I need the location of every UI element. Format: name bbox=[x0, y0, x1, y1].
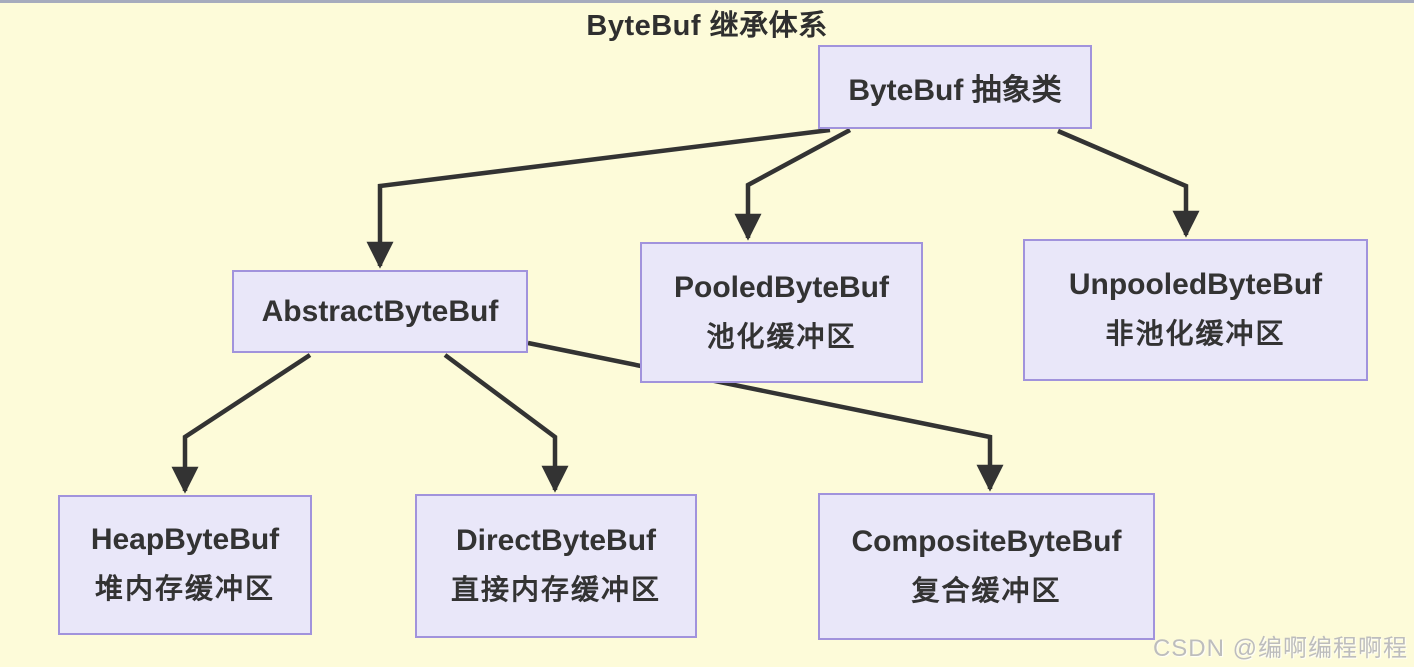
node-subtitle: 非池化缓冲区 bbox=[1105, 318, 1286, 349]
node-class-name: CompositeByteBuf bbox=[851, 524, 1122, 558]
edge-bytebuf-pooled bbox=[734, 128, 852, 241]
node-class-name: AbstractByteBuf bbox=[261, 294, 499, 328]
diagram-node-abstract: AbstractByteBuf bbox=[232, 270, 528, 353]
edge-abstract-direct bbox=[443, 353, 569, 493]
node-class-name: ByteBuf 抽象类 bbox=[848, 74, 1062, 107]
edge-bytebuf-unpooled bbox=[1057, 128, 1200, 238]
node-class-name: HeapByteBuf bbox=[90, 523, 280, 556]
node-subtitle: 堆内存缓冲区 bbox=[94, 573, 275, 604]
node-class-name: DirectByteBuf bbox=[455, 524, 657, 557]
diagram-node-direct: DirectByteBuf 直接内存缓冲区 bbox=[415, 494, 697, 638]
node-class-name: UnpooledByteBuf bbox=[1068, 268, 1323, 301]
diagram-node-composite: CompositeByteBuf 复合缓冲区 bbox=[818, 493, 1155, 640]
node-class-name: PooledByteBuf bbox=[673, 270, 889, 304]
inheritance-arrows bbox=[171, 127, 1200, 494]
node-subtitle: 直接内存缓冲区 bbox=[450, 574, 661, 605]
node-subtitle: 池化缓冲区 bbox=[706, 320, 857, 352]
node-subtitle: 复合缓冲区 bbox=[911, 574, 1062, 606]
window-top-edge bbox=[0, 0, 1414, 3]
diagram-node-pooled: PooledByteBuf 池化缓冲区 bbox=[640, 242, 923, 383]
diagram-node-heap: HeapByteBuf 堆内存缓冲区 bbox=[58, 495, 312, 635]
diagram-node-bytebuf: ByteBuf 抽象类 bbox=[818, 45, 1092, 129]
edge-bytebuf-abstract bbox=[366, 127, 831, 269]
watermark: CSDN @编啊编程啊程 bbox=[1152, 635, 1408, 662]
diagram-node-unpooled: UnpooledByteBuf 非池化缓冲区 bbox=[1023, 239, 1368, 381]
edge-abstract-heap bbox=[171, 353, 312, 494]
diagram-title: ByteBuf 继承体系 bbox=[586, 10, 828, 42]
